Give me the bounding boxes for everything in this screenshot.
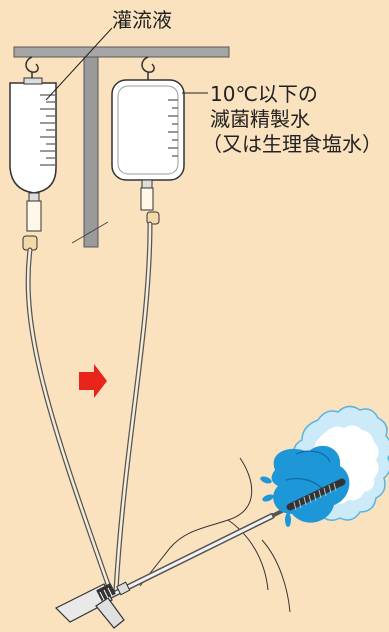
irrigation-fluid-bottle [9, 77, 57, 202]
body-outline [139, 457, 291, 613]
sterile-water-label-line3: （又は生理食塩水） [202, 132, 382, 156]
sterile-water-label-line1: 10℃以下の [210, 82, 318, 106]
red-right-arrow-icon [79, 364, 107, 398]
tubing [25, 221, 153, 593]
sterile-water-label-line2: 滅菌精製水 [210, 107, 310, 131]
iv-stand [13, 46, 230, 248]
drip-chambers [22, 187, 160, 251]
sterile-water-label: 10℃以下の 滅菌精製水 （又は生理食塩水） [202, 82, 382, 157]
irrigation-fluid-label: 灌流液 [112, 8, 172, 32]
probe-shaft [107, 505, 291, 599]
probe-coil [286, 478, 346, 511]
sterile-water-bag [111, 79, 185, 189]
probe-handle [54, 581, 131, 629]
irrigation-leader-line [45, 27, 113, 101]
